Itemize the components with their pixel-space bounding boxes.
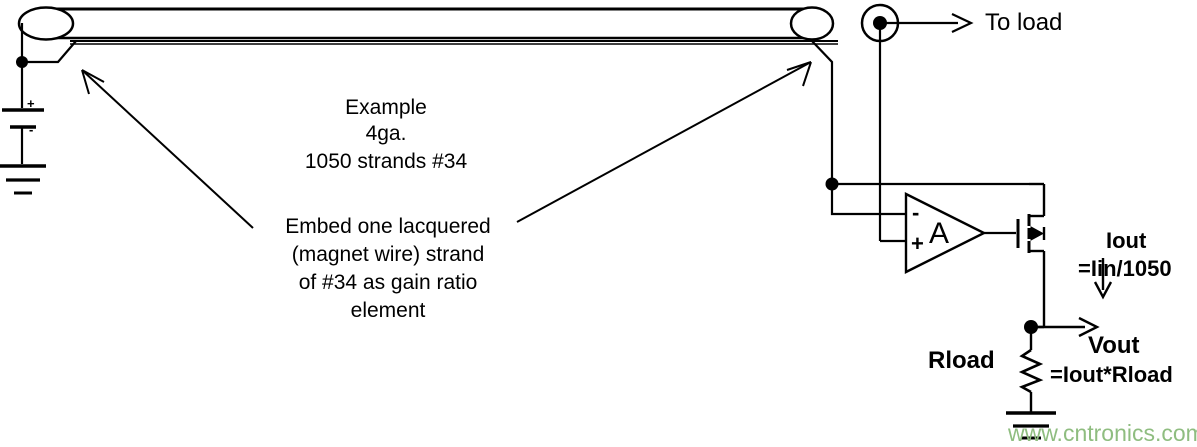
to-load-arrowhead bbox=[951, 13, 974, 33]
annotation-line-2: (magnet wire) strand bbox=[291, 243, 485, 266]
resistor-zigzag bbox=[1018, 348, 1044, 394]
callout-right-shaft bbox=[516, 61, 812, 223]
callout-left-arrowhead bbox=[81, 69, 105, 95]
to-load-label: To load bbox=[985, 9, 1063, 36]
vout-label: Vout bbox=[1088, 332, 1140, 359]
example-line-1: Example bbox=[345, 96, 427, 119]
iout-formula-label: =Iin/1050 bbox=[1078, 256, 1172, 281]
annotation-line-1: Embed one lacquered bbox=[285, 215, 491, 238]
callout-left-shaft bbox=[81, 69, 254, 229]
opamp-triangle bbox=[904, 192, 987, 274]
cable-left-endcap bbox=[17, 6, 75, 41]
iout-label: Iout bbox=[1106, 228, 1147, 253]
annotation-line-4: element bbox=[350, 299, 426, 322]
annotation-line-3: of #34 as gain ratio bbox=[298, 271, 478, 294]
opamp-gain-label: A bbox=[929, 217, 950, 250]
inverting-input-wire bbox=[830, 184, 910, 216]
example-line-2: 4ga. bbox=[365, 122, 407, 145]
watermark-cntronics: www.cntronics.com bbox=[1008, 420, 1197, 446]
vout-arrowhead bbox=[1078, 316, 1100, 338]
vout-formula-label: =Iout*Rload bbox=[1050, 362, 1173, 387]
rload-label: Rload bbox=[928, 347, 995, 374]
callout-right-arrowhead bbox=[786, 61, 812, 87]
cable-right-endcap bbox=[789, 6, 835, 41]
battery-minus-label: - bbox=[29, 122, 34, 137]
opamp-inverting-label: - bbox=[912, 200, 920, 225]
opamp-noninverting-label: + bbox=[911, 231, 924, 256]
mosfet-body-arrow bbox=[1030, 226, 1045, 241]
iout-arrowhead bbox=[1093, 281, 1113, 300]
sense-strand-right-exit bbox=[811, 40, 834, 184]
example-line-3: 1050 strands #34 bbox=[304, 150, 468, 173]
sense-strand-left-exit bbox=[22, 40, 77, 64]
battery-plus-label: + bbox=[27, 96, 35, 111]
